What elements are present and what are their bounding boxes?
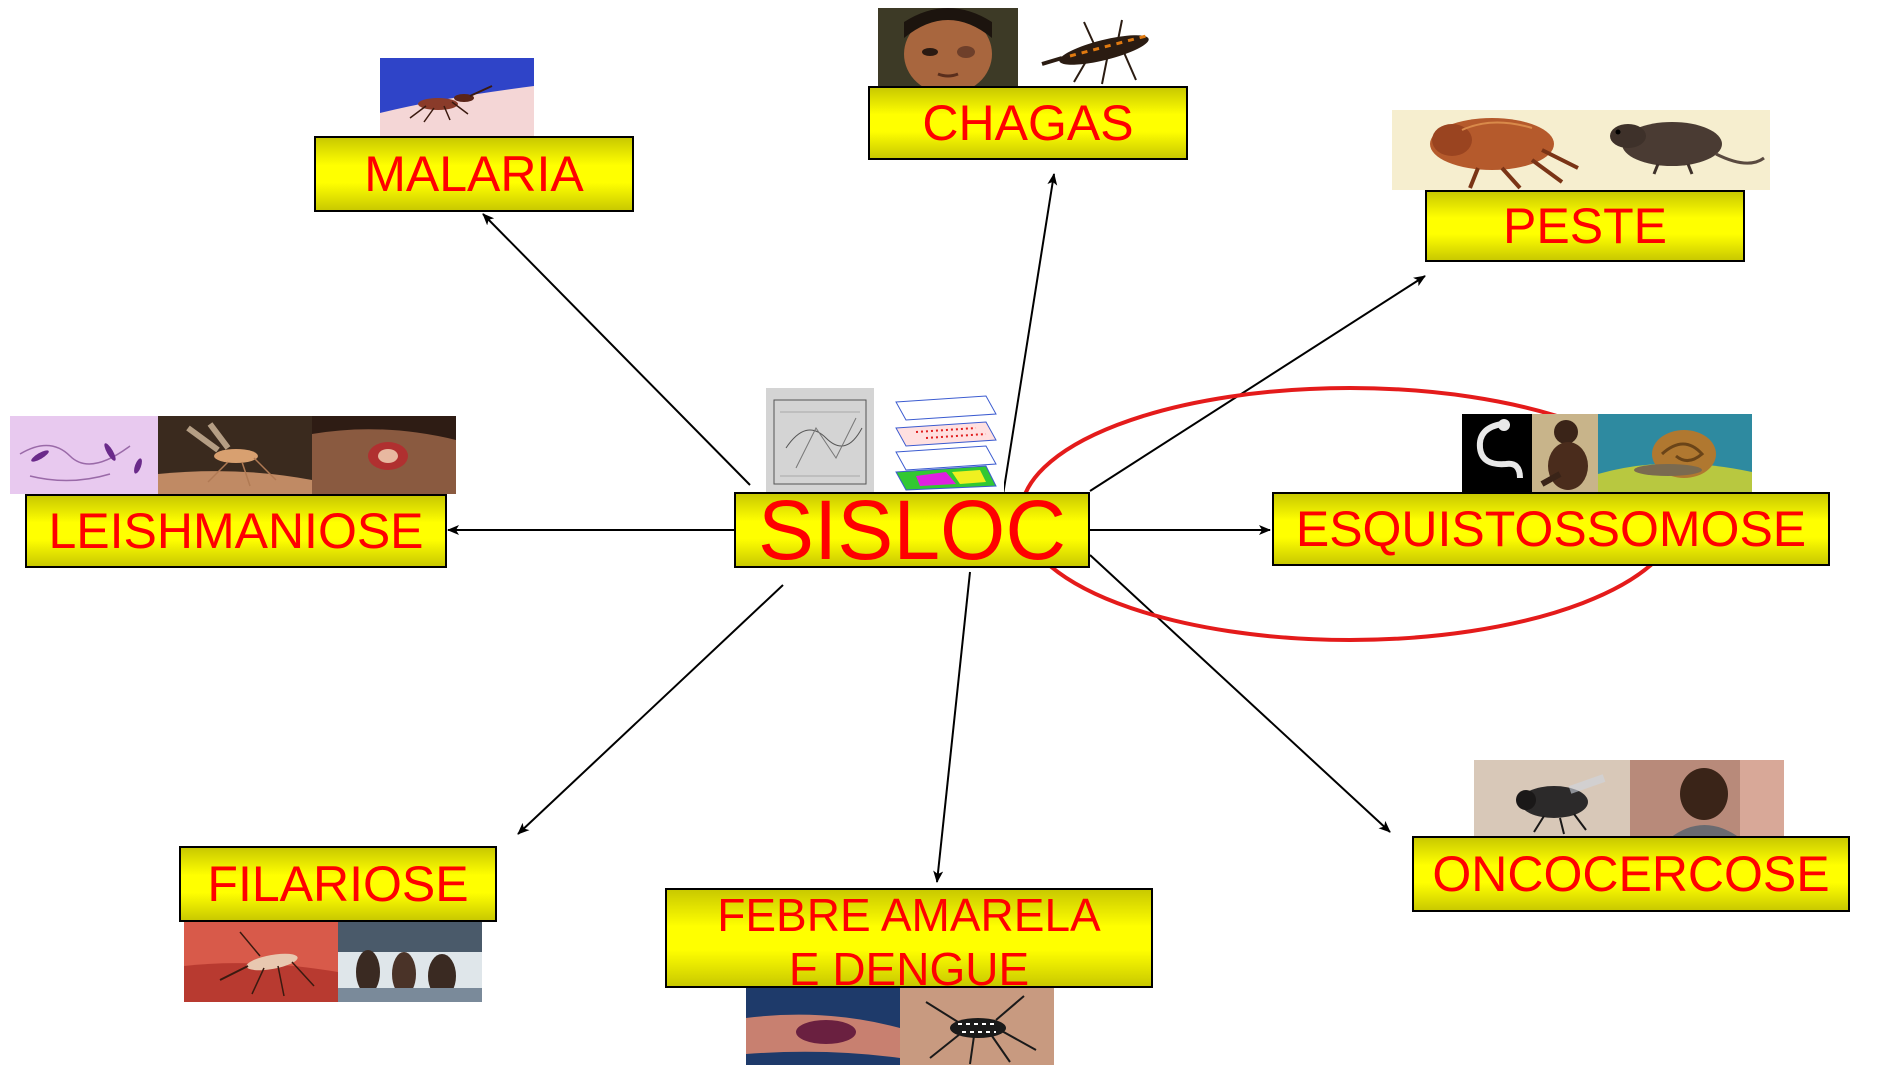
malaria-label: MALARIA — [364, 146, 584, 202]
esquistossomose-label: ESQUISTOSSOMOSE — [1295, 501, 1807, 557]
gis-layers-image — [876, 388, 1004, 492]
peste-label: PESTE — [1503, 198, 1667, 254]
filariose-label: FILARIOSE — [207, 856, 469, 912]
child-oncocercose-image — [1630, 760, 1784, 838]
chagas-label: CHAGAS — [922, 95, 1134, 151]
culex-mosquito-image — [184, 922, 338, 1002]
rat-image — [1588, 110, 1770, 190]
edge-malaria — [482, 213, 751, 486]
edge-febre — [933, 571, 971, 883]
child-chagas-image — [878, 8, 1018, 88]
febre-amarela-label: FEBRE AMARELA — [717, 889, 1101, 941]
node-filariose: FILARIOSE — [179, 846, 497, 922]
triatomine-bug-image — [1018, 14, 1174, 88]
edge-oncocercose — [1089, 554, 1391, 833]
sandfly-image — [158, 416, 312, 494]
node-febre-amarela-dengue: FEBRE AMARELA E DENGUE — [665, 888, 1153, 988]
blackfly-image — [1474, 760, 1630, 838]
snail-image — [1598, 414, 1752, 492]
node-esquistossomose: ESQUISTOSSOMOSE — [1272, 492, 1830, 566]
edge-peste — [1089, 275, 1426, 492]
node-oncocercose: ONCOCERCOSE — [1412, 836, 1850, 912]
node-malaria: MALARIA — [314, 136, 634, 212]
node-peste: PESTE — [1425, 190, 1745, 262]
edge-filariose — [517, 584, 784, 835]
node-leishmaniose: LEISHMANIOSE — [25, 494, 447, 568]
skin-lesion-image — [312, 416, 456, 494]
arm-hemorrhage-image — [746, 988, 900, 1065]
mosquito-on-skin-image — [380, 58, 534, 136]
sisloc-label: SISLOC — [757, 483, 1067, 577]
sisloc-map-image — [766, 388, 874, 492]
flea-image — [1392, 110, 1588, 190]
filariasis-patients-image — [338, 922, 482, 1002]
leishmaniose-label: LEISHMANIOSE — [48, 503, 424, 559]
leishmania-parasite-image — [10, 416, 158, 494]
aedes-mosquito-image — [900, 988, 1054, 1065]
oncocercose-label: ONCOCERCOSE — [1432, 846, 1830, 902]
dengue-label: E DENGUE — [788, 943, 1030, 988]
edge-chagas — [1002, 173, 1058, 496]
node-chagas: CHAGAS — [868, 86, 1188, 160]
node-sisloc: SISLOC — [734, 488, 1090, 572]
cercaria-image — [1462, 414, 1532, 492]
child-schistosomiasis-image — [1532, 414, 1598, 492]
